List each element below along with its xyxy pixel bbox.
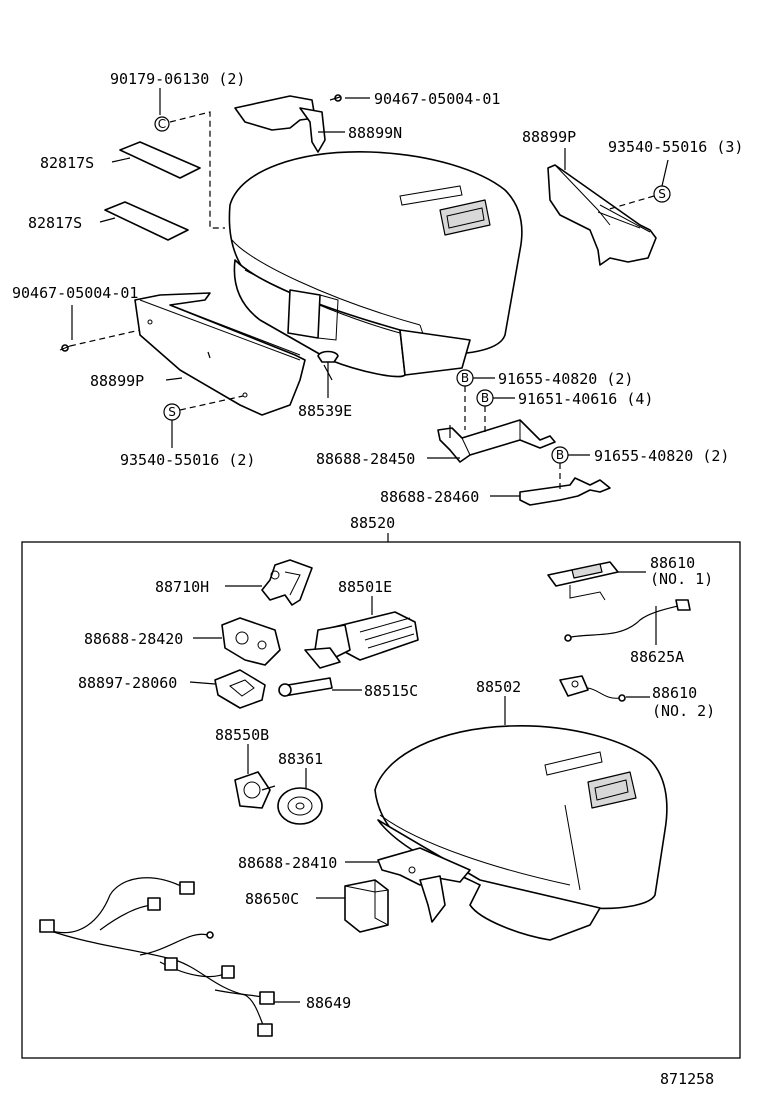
evaporator-88501e <box>304 611 419 669</box>
label-91651-40616: 91651-40616 (4) <box>518 390 653 408</box>
label-93540-55016-3: 93540-55016 (3) <box>608 138 743 156</box>
assembly-box <box>21 541 741 1059</box>
switch-88610-no2 <box>559 675 626 702</box>
label-88610-no1: 88610 <box>650 554 695 572</box>
svg-text:B: B <box>556 448 564 462</box>
cooler-body-88502 <box>374 725 668 941</box>
amplifier-88650c <box>344 879 389 933</box>
figure-number: 871258 <box>660 1070 714 1088</box>
bracket-88899n <box>234 95 326 153</box>
clip-s-symbol-right: S <box>653 185 671 203</box>
label-88649: 88649 <box>306 994 351 1012</box>
bracket-88688-28420 <box>221 617 281 666</box>
label-88650c: 88650C <box>245 890 299 908</box>
motor-88550b <box>234 771 276 809</box>
label-91655-40820-a: 91655-40820 (2) <box>498 370 633 388</box>
label-88501e: 88501E <box>338 578 392 596</box>
tube-88515c <box>278 677 333 697</box>
bracket-88688-28450 <box>437 419 556 463</box>
label-88539e: 88539E <box>298 402 352 420</box>
fan-88361 <box>277 787 323 825</box>
switch-88610-no1 <box>547 561 619 601</box>
label-88502: 88502 <box>476 678 521 696</box>
plate-82817s-a <box>119 141 201 179</box>
label-93540-55016-2: 93540-55016 (2) <box>120 451 255 469</box>
label-88520: 88520 <box>350 514 395 532</box>
label-88515c: 88515C <box>364 682 418 700</box>
svg-text:S: S <box>658 187 666 201</box>
label-90467-05004-01-top: 90467-05004-01 <box>374 90 500 108</box>
label-88688-28450: 88688-28450 <box>316 450 415 468</box>
label-90179-06130: 90179-06130 (2) <box>110 70 245 88</box>
svg-text:C: C <box>158 117 166 131</box>
screw-left-icon <box>59 344 71 352</box>
bracket-88688-28460 <box>519 477 611 506</box>
svg-text:B: B <box>461 371 469 385</box>
label-88688-28460: 88688-28460 <box>380 488 479 506</box>
label-88897-28060: 88897-28060 <box>78 674 177 692</box>
screw-icon <box>329 94 342 102</box>
label-88688-28420: 88688-28420 <box>84 630 183 648</box>
clip-88539e <box>317 350 339 385</box>
label-82817s-b: 82817S <box>28 214 82 232</box>
bolt-b-symbol-1: B <box>456 369 474 387</box>
label-91655-40820-b: 91655-40820 (2) <box>594 447 729 465</box>
label-82817s-a: 82817S <box>40 154 94 172</box>
bolt-b-symbol-2: B <box>476 389 494 407</box>
gasket-88897 <box>214 669 266 709</box>
label-88899n: 88899N <box>348 124 402 142</box>
label-88610-no2-sub: (NO. 2) <box>652 702 715 720</box>
clip-s-symbol-left: S <box>163 403 181 421</box>
label-88710h: 88710H <box>155 578 209 596</box>
label-90467-05004-01-left: 90467-05004-01 <box>12 284 138 302</box>
wire-harness-88649 <box>39 877 275 1037</box>
wire-88625a <box>564 599 691 642</box>
label-88610-no2: 88610 <box>652 684 697 702</box>
label-88610-no1-sub: (NO. 1) <box>650 570 713 588</box>
panel-88899p-right <box>547 164 657 266</box>
label-88625a: 88625A <box>630 648 684 666</box>
svg-text:S: S <box>168 405 176 419</box>
label-88361: 88361 <box>278 750 323 768</box>
bolt-b-symbol-3: B <box>551 446 569 464</box>
label-88899p-right: 88899P <box>522 128 576 146</box>
label-88688-28410: 88688-28410 <box>238 854 337 872</box>
handle-88710h <box>261 559 313 606</box>
bracket-88688-28410 <box>377 847 471 923</box>
panel-88899p-left <box>134 292 306 416</box>
svg-text:B: B <box>481 391 489 405</box>
clip-c-symbol: C <box>154 116 170 132</box>
label-88550b: 88550B <box>215 726 269 744</box>
plate-82817s-b <box>104 201 189 241</box>
label-88899p-left: 88899P <box>90 372 144 390</box>
cooler-cover-upper <box>228 151 523 378</box>
